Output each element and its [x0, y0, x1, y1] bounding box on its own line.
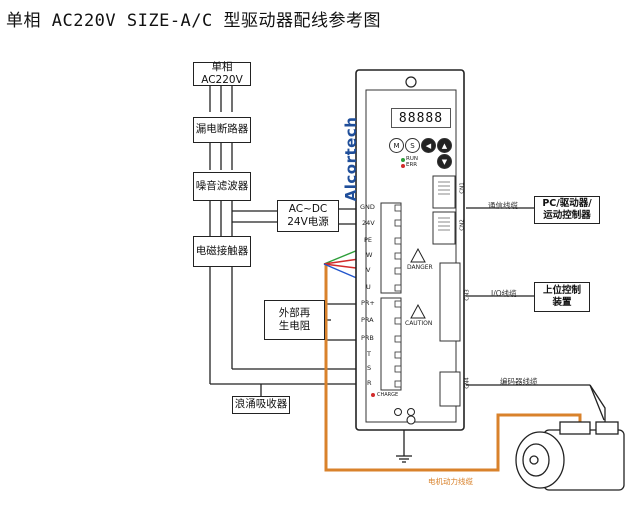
port-cn4: CN4	[464, 377, 471, 389]
terminal-w: W	[366, 251, 373, 259]
motor-cable-label: 电机动力线缆	[428, 477, 473, 486]
terminal-s: S	[367, 364, 372, 372]
terminal-prb: PRB	[361, 334, 374, 342]
upper-line1: 上位控制	[542, 285, 581, 297]
terminal-u: U	[366, 283, 371, 291]
io-cable-label: I/O线缆	[491, 289, 517, 298]
run-led-label: RUN	[406, 156, 418, 162]
mode-key[interactable]: M	[389, 138, 404, 153]
terminal-pe: PE	[364, 236, 373, 244]
breaker-box: 漏电断路器	[193, 117, 251, 143]
comm-cable-label: 通信线缆	[488, 201, 518, 210]
upper-controller-box: 上位控制 装置	[534, 282, 590, 312]
noise-filter-box: 噪音滤波器	[193, 172, 251, 201]
terminal-r: R	[367, 379, 372, 387]
regen-resistor-box: 外部再 生电阻	[264, 300, 325, 340]
terminal-pra: PRA	[361, 316, 374, 324]
port-cn3: CN3	[464, 289, 471, 301]
terminal-gnd: GND	[360, 203, 375, 211]
pc-line2: 运动控制器	[543, 210, 591, 221]
terminal-prp: PR+	[361, 299, 375, 307]
ac-dc-line1: AC~DC	[288, 202, 328, 215]
page-title: 单相 AC220V SIZE-A/C 型驱动器配线参考图	[6, 11, 381, 31]
pc-controller-box: PC/驱动器/ 运动控制器	[534, 196, 600, 224]
surge-absorber-box: 浪涌吸收器	[232, 396, 290, 414]
resistor-line1: 外部再	[278, 306, 311, 319]
port-cn2: CN2	[459, 219, 466, 231]
power-source-box: 单相AC220V	[193, 61, 251, 86]
ac-dc-power-box: AC~DC 24V电源	[277, 200, 339, 232]
terminal-v: V	[366, 266, 371, 274]
contactor-box: 电磁接触器	[193, 236, 251, 267]
caution-label: CAUTION	[405, 320, 433, 327]
err-led-label: ERR	[406, 162, 418, 168]
danger-label: DANGER	[407, 264, 433, 271]
port-cn1: CN1	[459, 182, 466, 194]
encoder-cable-label: 编码器线缆	[500, 377, 538, 386]
left-key[interactable]: ◀	[421, 138, 436, 153]
pc-line1: PC/驱动器/	[542, 198, 592, 210]
set-key[interactable]: S	[405, 138, 420, 153]
resistor-line2: 生电阻	[278, 320, 311, 332]
upper-line2: 装置	[552, 297, 572, 308]
charge-label: CHARGE	[377, 392, 399, 398]
up-key[interactable]: ▲	[437, 138, 452, 153]
terminal-t: T	[367, 350, 371, 358]
seven-segment-display: 88888	[391, 108, 451, 128]
ac-dc-line2: 24V电源	[287, 216, 329, 228]
terminal-24v: 24V	[362, 219, 375, 227]
down-key[interactable]: ▼	[437, 154, 452, 169]
